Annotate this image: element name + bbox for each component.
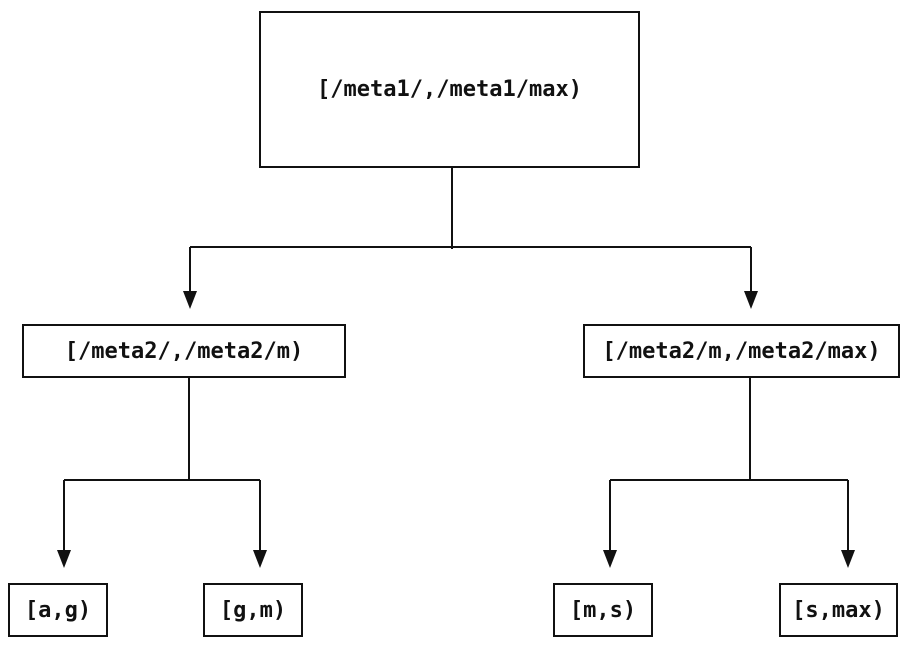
arrowhead-meta2-lo-icon [183, 291, 197, 309]
node-leaf-m-s-label: [m,s) [569, 597, 637, 623]
node-meta2-high-range-label: [/meta2/m,/meta2/max) [602, 338, 881, 364]
node-root: [/meta1/,/meta1/max) [259, 11, 640, 168]
node-leaf-s-max-label: [s,max) [792, 597, 885, 623]
arrowhead-leaf-gm-icon [253, 550, 267, 568]
node-leaf-a-g: [a,g) [8, 583, 108, 637]
node-leaf-g-m: [g,m) [203, 583, 303, 637]
node-leaf-a-g-label: [a,g) [24, 597, 92, 623]
arrowhead-leaf-smax-icon [841, 550, 855, 568]
node-leaf-s-max: [s,max) [779, 583, 898, 637]
node-leaf-m-s: [m,s) [553, 583, 653, 637]
arrowhead-leaf-ms-icon [603, 550, 617, 568]
node-root-label: [/meta1/,/meta1/max) [317, 77, 582, 102]
arrowhead-leaf-ag-icon [57, 550, 71, 568]
node-meta2-low-range: [/meta2/,/meta2/m) [22, 324, 346, 378]
node-leaf-g-m-label: [g,m) [219, 597, 287, 623]
node-meta2-high-range: [/meta2/m,/meta2/max) [583, 324, 900, 378]
node-meta2-low-range-label: [/meta2/,/meta2/m) [64, 338, 304, 364]
arrowhead-meta2-hi-icon [744, 291, 758, 309]
